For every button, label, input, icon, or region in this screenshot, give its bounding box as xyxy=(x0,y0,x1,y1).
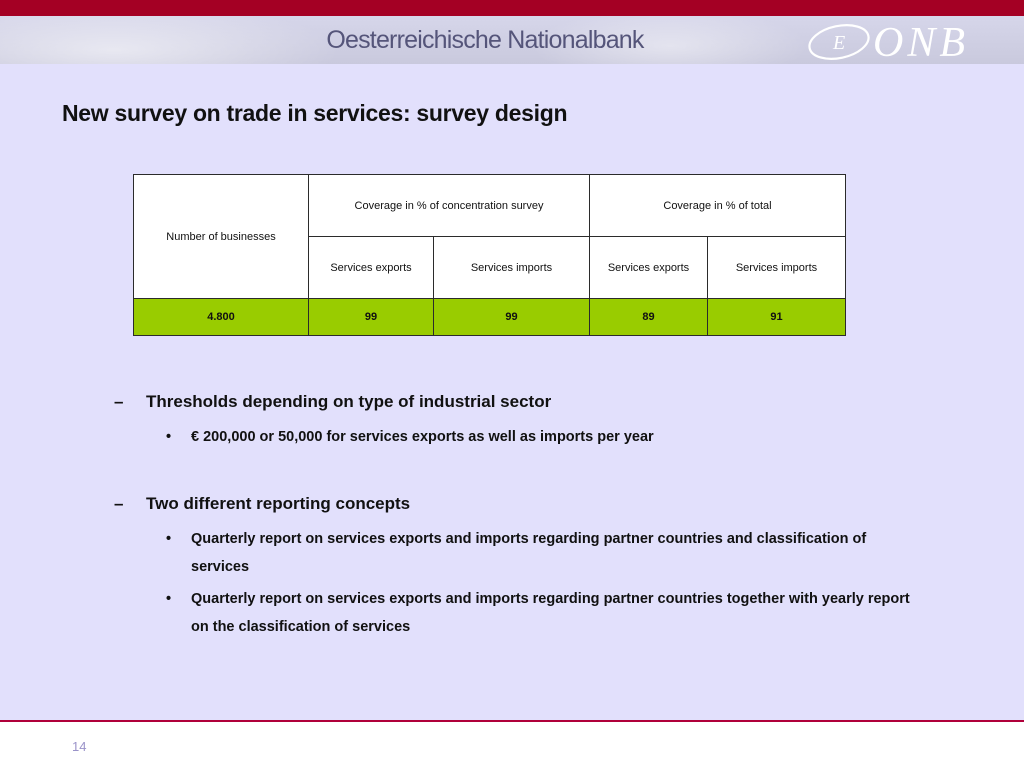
brand-title: Oesterreichische Nationalbank xyxy=(326,26,644,54)
bullet-item: –Two different reporting concepts xyxy=(114,494,411,513)
footer-divider xyxy=(0,720,1024,722)
bullet-item: –Thresholds depending on type of industr… xyxy=(114,392,552,411)
svg-text:ONB: ONB xyxy=(873,20,969,62)
cell-value: 99 xyxy=(433,298,590,336)
table-row: 4.800 99 99 89 91 xyxy=(133,298,846,336)
subheader-services-imports: Services imports xyxy=(707,236,846,299)
page-number: 14 xyxy=(72,739,87,754)
subheader-services-exports: Services exports xyxy=(589,236,708,299)
header-number-of-businesses: Number of businesses xyxy=(133,174,309,299)
svg-text:E: E xyxy=(832,32,845,54)
header-decoration xyxy=(520,16,820,64)
bullet-dot: • xyxy=(166,429,172,445)
top-accent-bar xyxy=(0,0,1024,16)
subheader-services-exports: Services exports xyxy=(308,236,434,299)
onb-logo: E ONB xyxy=(808,20,969,62)
footer-band xyxy=(0,722,1024,768)
cell-value: 89 xyxy=(589,298,708,336)
survey-table: Number of businesses Coverage in % of co… xyxy=(133,174,846,336)
dash-marker: – xyxy=(114,494,124,513)
sub-bullet-item: • Quarterly report on services exports a… xyxy=(166,585,926,641)
subheader-services-imports: Services imports xyxy=(433,236,590,299)
sub-bullet-item: • € 200,000 or 50,000 for services expor… xyxy=(166,423,926,451)
bullet-dot: • xyxy=(166,591,172,607)
bullet-dot: • xyxy=(166,531,172,547)
header-coverage-concentration: Coverage in % of concentration survey xyxy=(308,174,590,237)
header-coverage-total: Coverage in % of total xyxy=(589,174,846,237)
cell-number-of-businesses: 4.800 xyxy=(133,298,309,336)
dash-marker: – xyxy=(114,392,124,411)
header-decoration xyxy=(0,16,380,64)
header-band: Oesterreichische Nationalbank E ONB xyxy=(0,16,1024,64)
cell-value: 91 xyxy=(707,298,846,336)
slide-title: New survey on trade in services: survey … xyxy=(62,100,568,126)
cell-value: 99 xyxy=(308,298,434,336)
sub-bullet-item: • Quarterly report on services exports a… xyxy=(166,525,926,581)
